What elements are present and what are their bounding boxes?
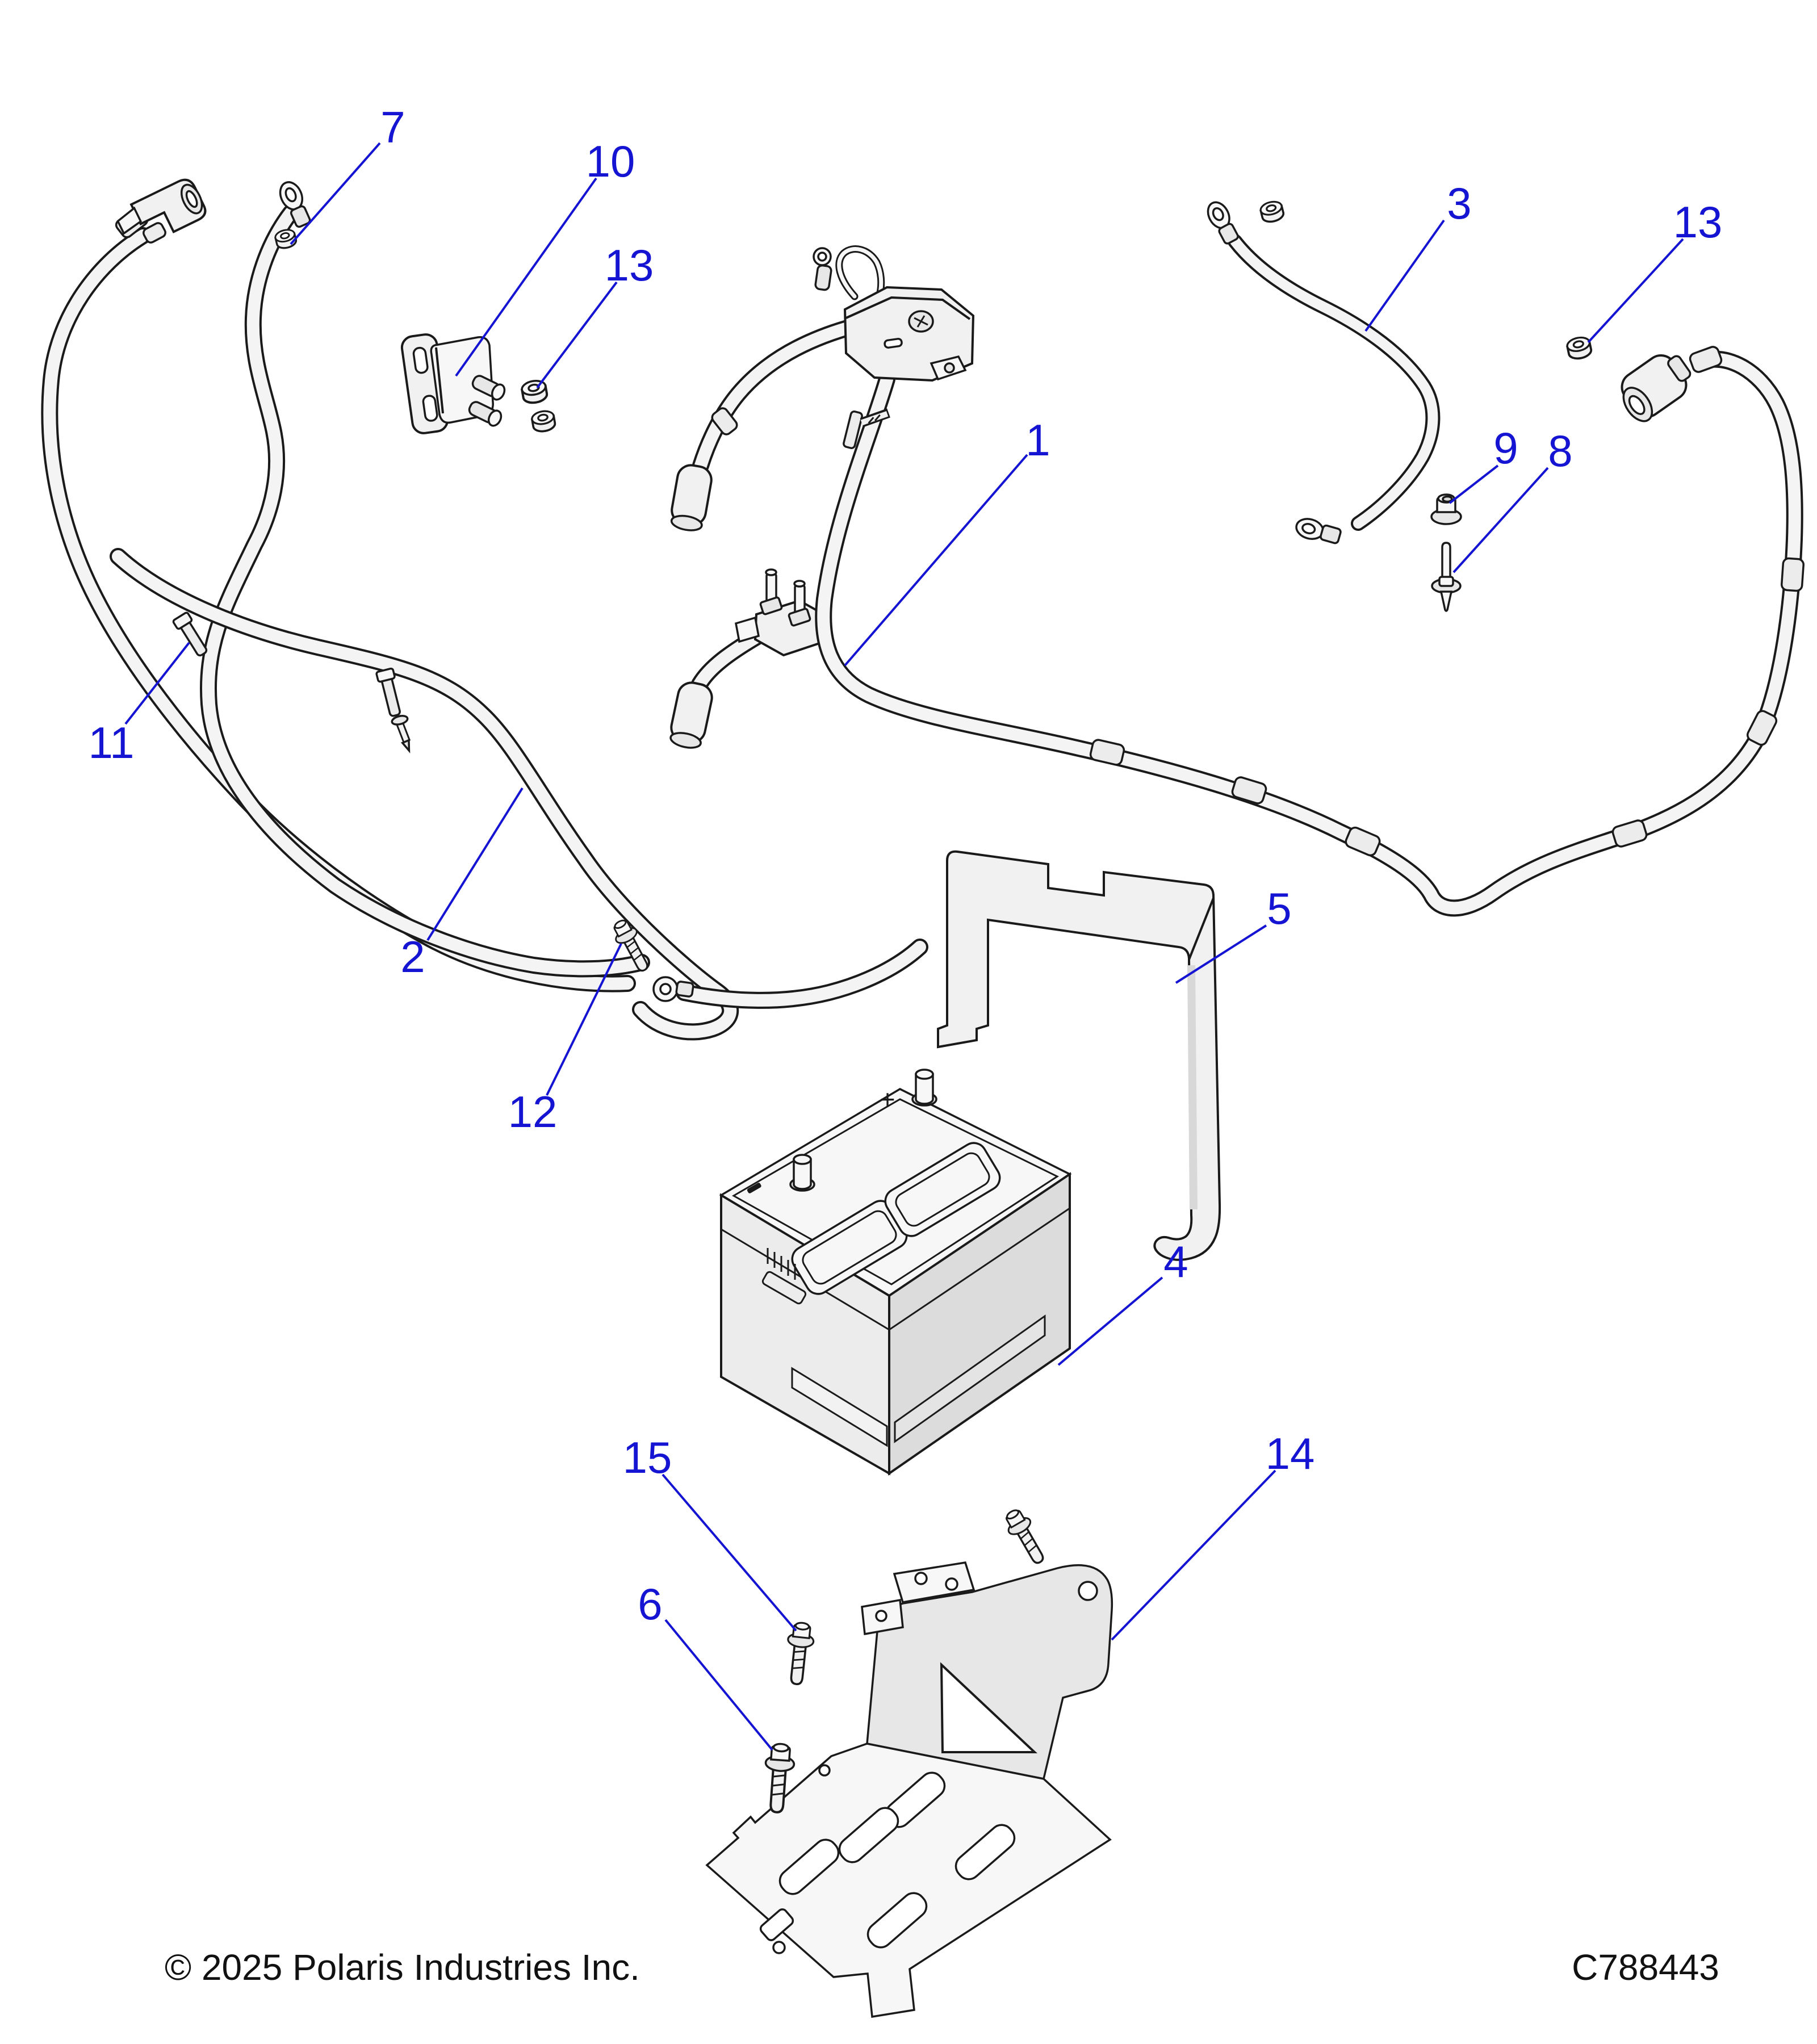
cable-tie-with-pin [375, 667, 411, 753]
stud-cable-tie [843, 408, 890, 449]
rubber-boot [670, 464, 713, 531]
vent-cap [884, 1142, 1001, 1237]
callout-11-leader [124, 642, 190, 725]
main-battery-harness [670, 247, 1805, 908]
callout-4-leader [1057, 1276, 1163, 1366]
callout-1-label: 1 [1025, 415, 1050, 465]
tray-slots [759, 1764, 1016, 1954]
callout-13-leader [536, 281, 618, 389]
terminal-cover [843, 286, 975, 382]
tray-back-wall [866, 1564, 1113, 1781]
battery-post-negative [789, 1154, 815, 1192]
callout-15-label: 15 [623, 1433, 672, 1482]
callout-9-leader [1448, 464, 1499, 504]
battery-post-positive [911, 1069, 937, 1107]
battery-positive-mark: + [880, 1084, 895, 1114]
callout-2-label: 2 [400, 932, 425, 982]
rubber-boot [669, 681, 713, 749]
diagram-code: C788443 [1572, 1947, 1719, 1988]
callout-13-label: 13 [1673, 197, 1723, 247]
nut [1258, 198, 1286, 225]
copyright-text: © 2025 Polaris Industries Inc. [165, 1947, 640, 1988]
callout-7-leader [290, 142, 381, 245]
flange-bolt-top [999, 1505, 1052, 1569]
callout-13-label: 13 [605, 240, 654, 290]
callout-10-leader [455, 177, 597, 377]
battery-tray-bracket [705, 1561, 1113, 2018]
battery-negative-mark [747, 1183, 761, 1193]
callout-12-leader [546, 943, 622, 1096]
callout-5-leader [1175, 924, 1267, 984]
battery-terminal-clamp [734, 568, 832, 657]
heat-shrink-sleeves [711, 346, 1805, 857]
battery-terminal-cluster [608, 568, 920, 1002]
callout-8-label: 8 [1548, 426, 1572, 476]
cable-lug [813, 247, 832, 291]
elbow-boot [116, 178, 207, 235]
battery-cable-left-pair [49, 178, 642, 984]
solenoid [400, 333, 506, 434]
terminal-boot [1621, 354, 1692, 422]
callout-8-leader [1452, 467, 1549, 573]
flange-nut-extra [530, 408, 558, 434]
callout-5-label: 5 [1267, 883, 1291, 933]
callout-10-label: 10 [586, 136, 635, 186]
callout-13-leader [1587, 238, 1684, 344]
callout-15-leader [662, 1473, 797, 1632]
ring-lug [652, 976, 694, 1002]
callout-2-leader [426, 787, 524, 941]
callout-6-leader [664, 1619, 773, 1751]
ring-lug [1295, 518, 1342, 544]
battery-hold-down-strap [937, 850, 1221, 1261]
callout-4-label: 4 [1163, 1237, 1188, 1287]
small-sleeve [143, 222, 166, 244]
flange-nut-13a [520, 378, 550, 406]
ground-cable-3 [1207, 201, 1433, 544]
cable-tie [172, 611, 208, 657]
callout-3-leader [1364, 219, 1445, 332]
screw-15 [782, 1620, 817, 1687]
tray-top-flange [893, 1561, 976, 1603]
callout-6-label: 6 [638, 1579, 662, 1629]
ring-lug [1207, 201, 1239, 245]
tray-floor [705, 1743, 1112, 2018]
callout-11-label: 11 [89, 718, 135, 768]
callout-1-leader [844, 454, 1028, 667]
push-rivet-8 [1431, 542, 1462, 612]
callout-14-label: 14 [1266, 1429, 1315, 1478]
callout-3-label: 3 [1447, 178, 1471, 228]
callout-7-label: 7 [380, 102, 405, 152]
callout-9-label: 9 [1493, 423, 1518, 473]
battery-cable-bundle [118, 556, 730, 1032]
callout-12-label: 12 [508, 1087, 558, 1137]
callout-14-leader [1111, 1469, 1276, 1641]
battery-label-recess [761, 1248, 1046, 1447]
battery: + [719, 1069, 1072, 1476]
flange-nut-13b [1565, 334, 1594, 362]
ring-terminal [279, 181, 311, 228]
